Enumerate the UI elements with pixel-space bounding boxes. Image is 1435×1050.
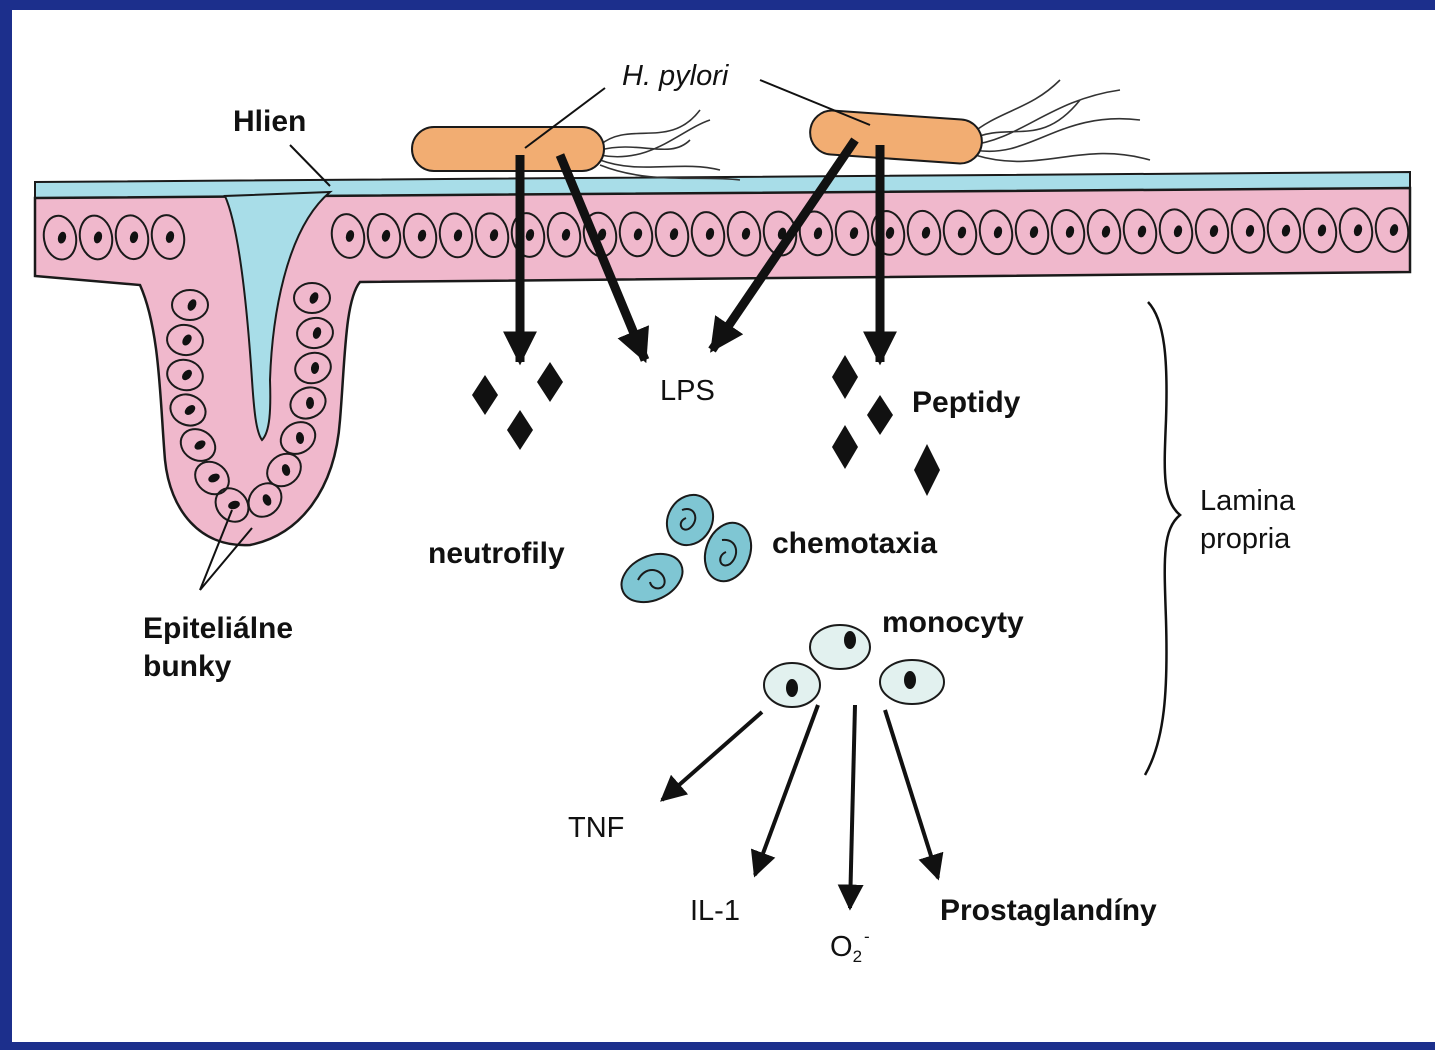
h-pylori-label: H. pylori xyxy=(622,60,730,92)
il1-label: IL-1 xyxy=(690,895,740,927)
o2-superscript: - xyxy=(864,927,870,946)
o2-main: O xyxy=(830,931,853,963)
chemotaxis-label: chemotaxia xyxy=(772,527,937,560)
monocytes-label: monocyty xyxy=(882,606,1024,639)
neutrophils-label: neutrofily xyxy=(428,537,565,570)
mucus-label: Hlien xyxy=(233,105,306,138)
tnf-label: TNF xyxy=(568,812,624,844)
epithelial-label-line2: bunky xyxy=(143,650,232,683)
lamina-label-line1: Lamina xyxy=(1200,485,1296,517)
lamina-label-line2: propria xyxy=(1200,523,1291,555)
prostaglandins-label: Prostaglandíny xyxy=(940,894,1157,927)
peptides-label: Peptidy xyxy=(912,386,1021,419)
o2-subscript: 2 xyxy=(853,947,862,966)
epithelial-label-line1: Epiteliálne xyxy=(143,612,293,645)
lps-label: LPS xyxy=(660,375,715,407)
